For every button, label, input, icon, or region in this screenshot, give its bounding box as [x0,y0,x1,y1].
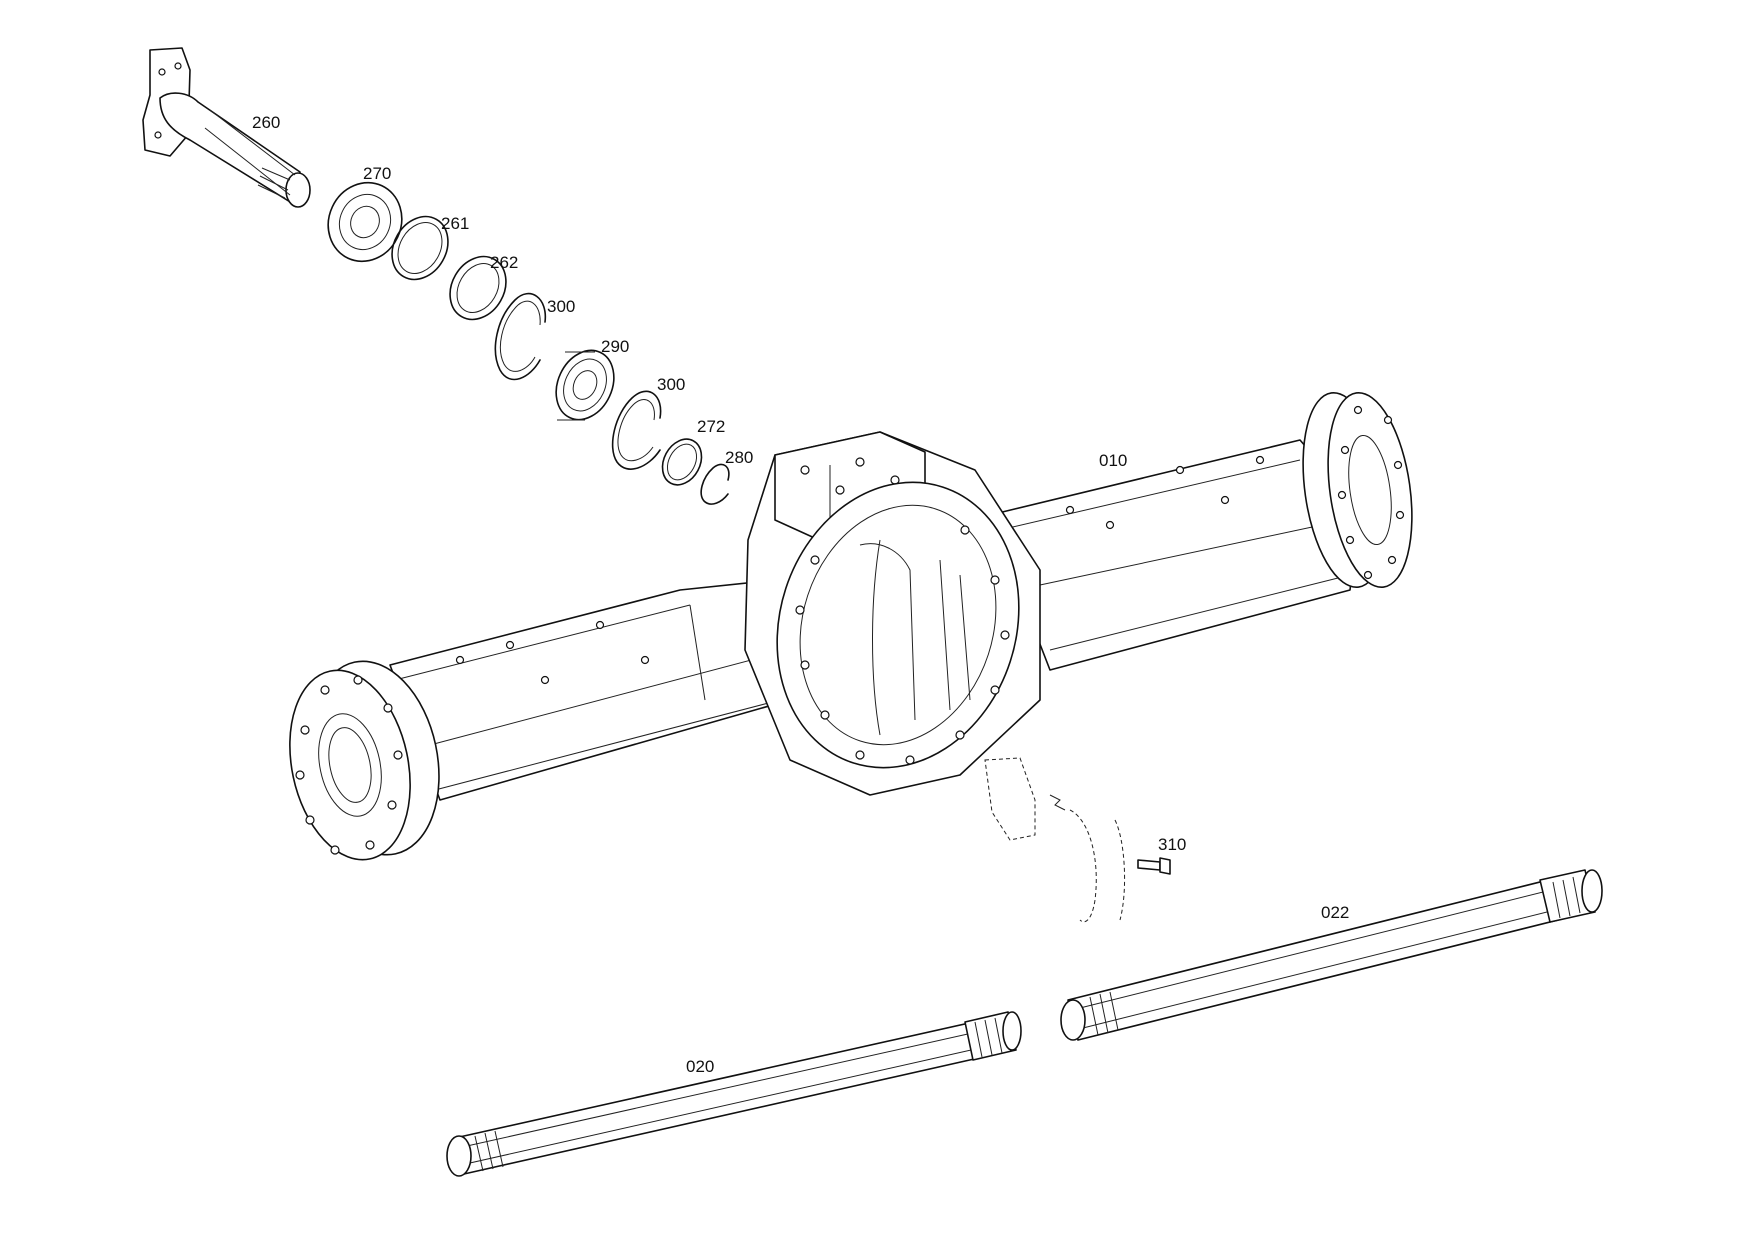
housing-bolt-holes [795,525,1010,765]
part-260-stub-shaft [142,47,311,208]
label-020: 020 [686,1057,714,1076]
label-310: 310 [1158,835,1186,854]
part-010-axle-housing [289,391,1413,861]
label-270: 270 [363,164,391,183]
part-310-bracket-and-bolt [984,757,1171,923]
part-290-ball-bearing [555,349,615,421]
label-010: 010 [1099,451,1127,470]
label-272: 272 [697,417,725,436]
part-020-axle-shaft [446,1011,1022,1177]
label-261: 261 [441,214,469,233]
label-300-lower: 300 [657,375,685,394]
label-262: 262 [490,253,518,272]
arm-top-holes [455,455,1265,685]
part-261-ring [391,215,449,281]
label-022: 022 [1321,903,1349,922]
part-272-ring [661,438,703,486]
part-300-snap-ring-upper [494,292,547,381]
part-262-ring [449,255,507,321]
left-wheel-flange [289,660,440,861]
part-280-snap-ring [700,463,730,505]
part-270-bearing-ring [327,181,403,263]
label-260: 260 [252,113,280,132]
label-280: 280 [725,448,753,467]
label-300-upper: 300 [547,297,575,316]
right-wheel-flange [1302,391,1413,589]
part-300-snap-ring-lower [611,390,662,470]
label-290: 290 [601,337,629,356]
part-022-axle-shaft [1060,869,1603,1041]
